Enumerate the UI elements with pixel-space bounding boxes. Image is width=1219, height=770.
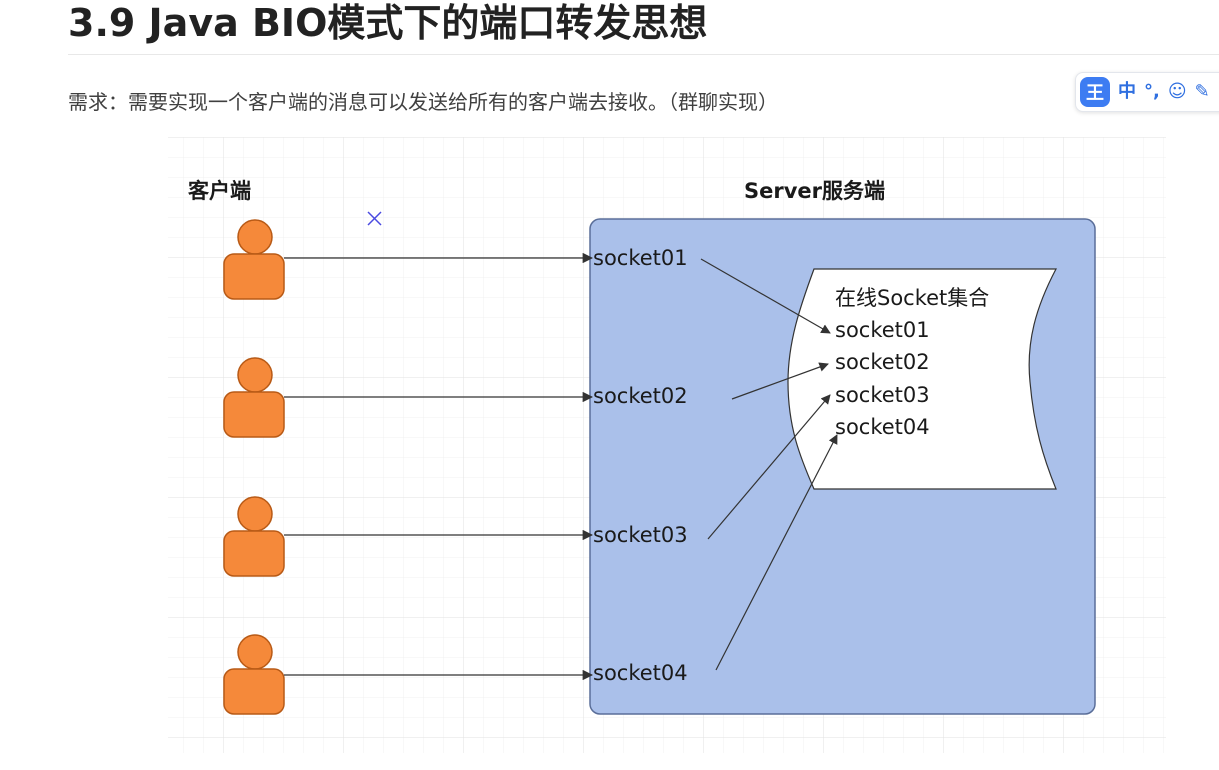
online-socket-set-shape [787,268,1057,490]
online-set-item: socket02 [835,350,930,374]
chinese-mode-icon[interactable]: 中 [1118,81,1136,102]
online-set-title: 在线Socket集合 [835,286,990,310]
ime-logo-icon[interactable]: 王 [1080,77,1110,107]
requirement-text: 需求：需要实现一个客户端的消息可以发送给所有的客户端去接收。（群聊实现） [68,90,778,114]
online-set-item: socket03 [835,383,930,407]
server-title: Server服务端 [744,179,886,203]
heading-divider [68,54,1219,55]
socket01-to-set-arrow [700,258,831,334]
page-heading: 3.9 Java BIO模式下的端口转发思想 [68,1,708,45]
socket03-to-set-arrow [707,394,831,540]
server-socket-label: socket03 [593,523,688,547]
port-forward-diagram: 客户端 Server服务端 socket01 socket02 socket03… [168,137,1166,753]
client-person-3 [223,496,285,577]
close-x-icon [367,211,382,226]
server-socket-label: socket02 [593,384,688,408]
client-person-1 [223,219,285,300]
client-title: 客户端 [188,179,251,203]
online-set-item: socket04 [835,415,930,439]
emoji-icon[interactable]: ☺ [1167,81,1187,102]
online-set-item: socket01 [835,318,930,342]
punctuation-icon[interactable]: °, [1144,81,1160,102]
pen-icon[interactable]: ✎ [1194,81,1210,102]
client-person-4 [223,634,285,715]
socket04-to-set-arrow [715,434,838,671]
server-socket-label: socket04 [593,661,688,685]
socket02-to-set-arrow [731,362,829,400]
ime-toolbar[interactable]: 王 中 °, ☺ ✎ [1075,72,1219,112]
server-socket-label: socket01 [593,246,688,270]
client-person-2 [223,357,285,438]
diagram-canvas [168,137,1166,753]
